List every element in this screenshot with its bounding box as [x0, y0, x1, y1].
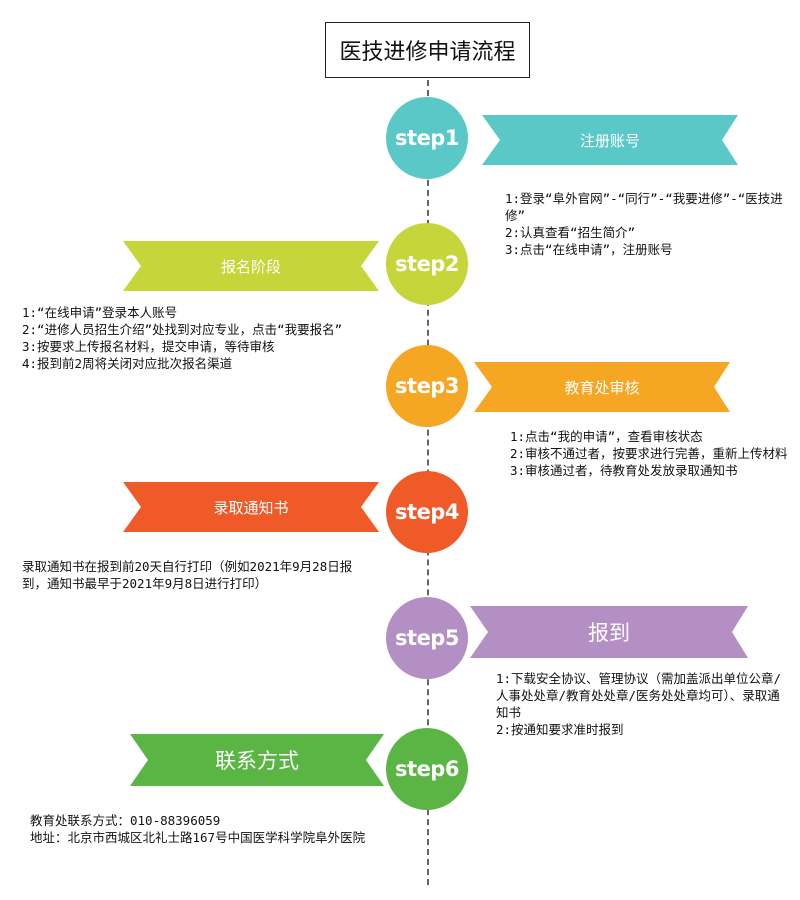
- step4-banner: 录取通知书: [123, 482, 379, 532]
- step3-banner: 教育处审核: [474, 362, 730, 412]
- step3-desc-line: 3:审核通过者，待教育处发放录取通知书: [510, 463, 738, 478]
- step6-desc-line: 地址：北京市西城区北礼士路167号中国医学科学院阜外医院: [30, 830, 366, 845]
- step1-circle: step1: [386, 97, 468, 179]
- step4-banner-label: 录取通知书: [213, 498, 289, 517]
- step1-desc-line: 2:认真查看“招生简介”: [505, 225, 636, 240]
- step4-circle: step4: [386, 471, 468, 553]
- step1-desc-line: 3:点击“在线申请”，注册账号: [505, 242, 673, 257]
- step3-circle: step3: [386, 345, 468, 427]
- step2-desc-line: 3:按要求上传报名材料，提交申请，等待审核: [22, 339, 275, 354]
- step5-banner-shape: [470, 606, 748, 658]
- step4-banner-shape: [123, 482, 379, 532]
- step6-banner-label: 联系方式: [215, 749, 299, 773]
- step3-banner-label: 教育处审核: [564, 378, 640, 397]
- step4-description: 录取通知书在报到前20天自行打印（例如2021年9月28日报到，通知书最早于20…: [22, 558, 362, 592]
- step6-circle: step6: [386, 728, 468, 810]
- step2-desc-line: 4:报到前2周将关闭对应批次报名渠道: [22, 356, 233, 371]
- step2-banner-shape: [123, 241, 379, 291]
- step3-desc-line: 2:审核不通过者，按要求进行完善，重新上传材料: [510, 446, 788, 461]
- step6-desc-line: 教育处联系方式：010-88396059: [30, 813, 221, 828]
- step5-description: 1:下载安全协议、管理协议（需加盖派出单位公章/人事处处章/教育处处章/医务处处…: [496, 670, 788, 738]
- step6-description: 教育处联系方式：010-88396059 地址：北京市西城区北礼士路167号中国…: [30, 812, 375, 846]
- step2-banner-label: 报名阶段: [220, 257, 281, 276]
- step1-banner-label: 注册账号: [579, 131, 640, 150]
- step2-description: 1:“在线申请”登录本人账号 2:“进修人员招生介绍”处找到对应专业，点击“我要…: [22, 304, 352, 372]
- step5-desc-line: 1:下载安全协议、管理协议（需加盖派出单位公章/人事处处章/教育处处章/医务处处…: [496, 671, 782, 720]
- step2-desc-line: 1:“在线申请”登录本人账号: [22, 305, 178, 320]
- diagram-title: 医技进修申请流程: [325, 22, 530, 78]
- step5-banner: 报到: [470, 606, 748, 658]
- step2-banner: 报名阶段: [123, 241, 379, 291]
- step2-circle: step2: [386, 223, 468, 305]
- step4-desc-line: 录取通知书在报到前20天自行打印（例如2021年9月28日报到，通知书最早于20…: [22, 559, 353, 591]
- step5-desc-line: 2:按通知要求准时报到: [496, 722, 624, 737]
- step2-desc-line: 2:“进修人员招生介绍”处找到对应专业，点击“我要报名”: [22, 322, 343, 337]
- step6-banner: 联系方式: [130, 734, 384, 786]
- step3-desc-line: 1:点击“我的申请”，查看审核状态: [510, 429, 703, 444]
- step5-circle: step5: [386, 597, 468, 679]
- step1-banner-shape: [482, 115, 738, 165]
- step1-banner: 注册账号: [482, 115, 738, 165]
- step3-description: 1:点击“我的申请”，查看审核状态 2:审核不通过者，按要求进行完善，重新上传材…: [510, 428, 792, 479]
- step1-desc-line: 1:登录“阜外官网”-“同行”-“我要进修”-“医技进修”: [505, 191, 783, 223]
- step6-banner-shape: [130, 734, 384, 786]
- step5-banner-label: 报到: [588, 621, 630, 645]
- step3-banner-shape: [474, 362, 730, 412]
- step1-description: 1:登录“阜外官网”-“同行”-“我要进修”-“医技进修” 2:认真查看“招生简…: [505, 190, 787, 258]
